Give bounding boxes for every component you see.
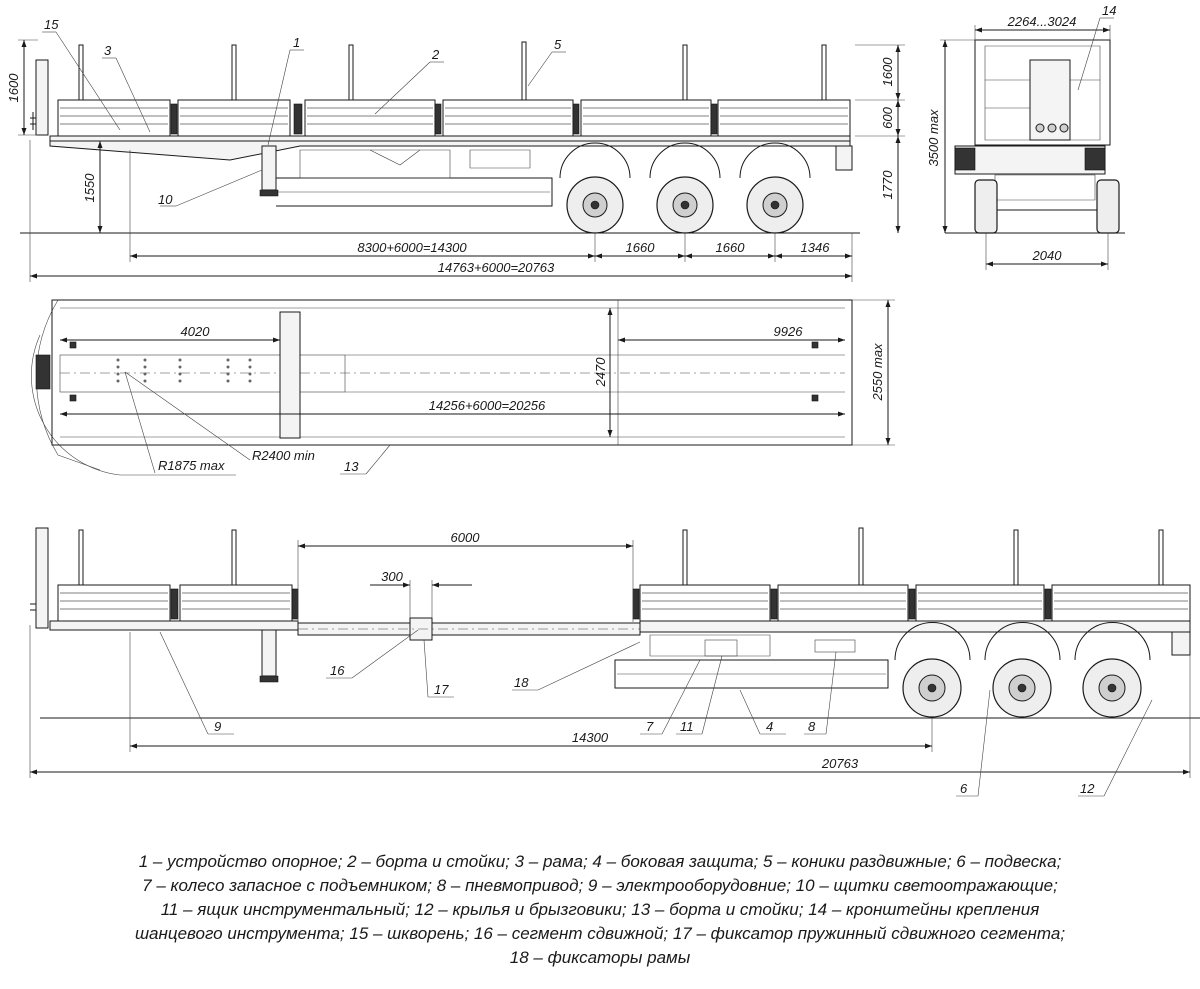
side-wheels [559,142,811,234]
callout-15: 15 [44,17,59,32]
plan-dimensions: 4020 9926 2470 14256+6000=20256 2550 max… [60,299,895,474]
callout-4: 4 [766,719,773,734]
callout-17: 17 [434,682,449,697]
dim-front-section: 4020 [181,324,211,339]
dim-axle-spacing-1: 1660 [626,240,656,255]
callout-5: 5 [554,37,562,52]
extended-dimensions: 6000 300 14300 20763 [29,530,1191,778]
dim-rear-section: 9926 [774,324,804,339]
dim-height-kingpin: 1550 [82,173,97,203]
dim-height-board: 600 [880,106,895,128]
extended-wheels [894,622,1151,718]
dim-overall-length: 14763+6000=20763 [438,260,555,275]
dim-deck-length: 14256+6000=20256 [429,398,546,413]
stakes [78,41,827,101]
callout-11: 11 [680,719,694,734]
side-view: 1600 1550 1600 600 1770 8300+6000=143 [6,17,905,282]
dim-extended-overall: 20763 [821,756,859,771]
dim-height-total: 1770 [880,170,895,200]
rear-view: 2264...3024 3500 max 2040 14 [926,3,1125,270]
dim-height-stake: 1600 [6,73,21,103]
dim-width-range: 2264...3024 [1007,14,1077,29]
dim-track: 2040 [1032,248,1063,263]
callout-9: 9 [214,719,221,734]
dim-radius-front: R1875 max [158,458,225,473]
callout-13: 13 [344,459,359,474]
callout-8: 8 [808,719,816,734]
dim-max-height: 3500 max [926,109,941,167]
dim-radius-turn: R2400 min [252,448,315,463]
dim-extension: 6000 [451,530,481,545]
dim-extended-wheelbase: 14300 [572,730,609,745]
callout-2: 2 [431,47,440,62]
dim-rear-overhang: 1346 [801,240,831,255]
dim-segment: 300 [381,569,403,584]
callout-12: 12 [1080,781,1095,796]
side-boards [57,99,851,137]
dim-inner-width: 2470 [593,357,608,388]
callout-6: 6 [960,781,968,796]
legend-line: 18 – фиксаторы рамы [509,948,691,967]
dim-height-stake-right: 1600 [880,57,895,87]
dim-wheelbase-main: 8300+6000=14300 [357,240,467,255]
legend-line: 1 – устройство опорное; 2 – борта и стой… [138,852,1062,871]
callout-10: 10 [158,192,173,207]
side-callouts: 15 3 1 2 5 10 [42,17,566,207]
side-dimensions: 1600 1550 1600 600 1770 8300+6000=143 [6,39,905,282]
callout-7: 7 [646,719,654,734]
plan-view: 4020 9926 2470 14256+6000=20256 2550 max… [31,299,895,476]
callout-1: 1 [293,35,300,50]
legend-line: 7 – колесо запасное с подъемником; 8 – п… [142,876,1058,895]
dim-axle-spacing-2: 1660 [716,240,746,255]
rear-dimensions: 2264...3024 3500 max 2040 [926,14,1111,270]
extended-callouts: 16 17 18 9 7 11 4 8 6 12 [159,629,1153,797]
extended-view: 6000 300 14300 20763 16 17 18 9 [29,527,1200,797]
legend-caption: 1 – устройство опорное; 2 – борта и стой… [0,850,1200,970]
dim-max-width: 2550 max [870,343,885,402]
callout-16: 16 [330,663,345,678]
callout-14: 14 [1102,3,1116,18]
callout-3: 3 [104,43,112,58]
callout-18: 18 [514,675,529,690]
legend-line: шанцевого инструмента; 15 – шкворень; 16… [134,924,1066,943]
legend-line: 11 – ящик инструментальный; 12 – крылья … [160,900,1040,919]
